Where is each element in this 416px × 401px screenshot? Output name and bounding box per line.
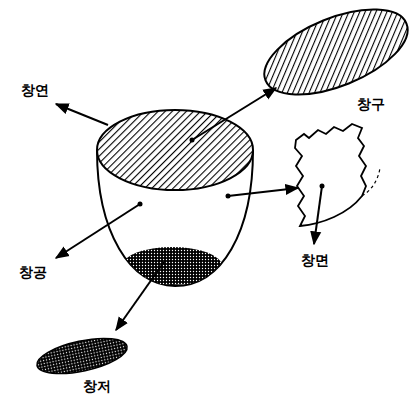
fragment-hidden-edge: [362, 168, 380, 196]
part-label: 창연: [20, 82, 50, 99]
part-label: 창공: [18, 264, 48, 281]
floor-piece: [34, 332, 130, 380]
part-label: 창저: [82, 378, 112, 395]
mouth-piece: [253, 0, 416, 112]
crater-mouth: [97, 110, 253, 190]
leader-arrows: [56, 88, 322, 330]
leader-arrow: [56, 104, 108, 125]
leader-arrow: [314, 186, 322, 244]
crater-floor: [122, 247, 222, 285]
leader-arrow: [192, 88, 276, 140]
leader-arrow: [56, 204, 140, 258]
wall-fragment: [295, 124, 366, 226]
part-label: 창면: [300, 252, 330, 269]
leader-dots: [138, 138, 325, 207]
part-label: 창구: [356, 96, 386, 113]
leader-arrow: [116, 262, 164, 330]
leader-arrow: [228, 188, 298, 196]
